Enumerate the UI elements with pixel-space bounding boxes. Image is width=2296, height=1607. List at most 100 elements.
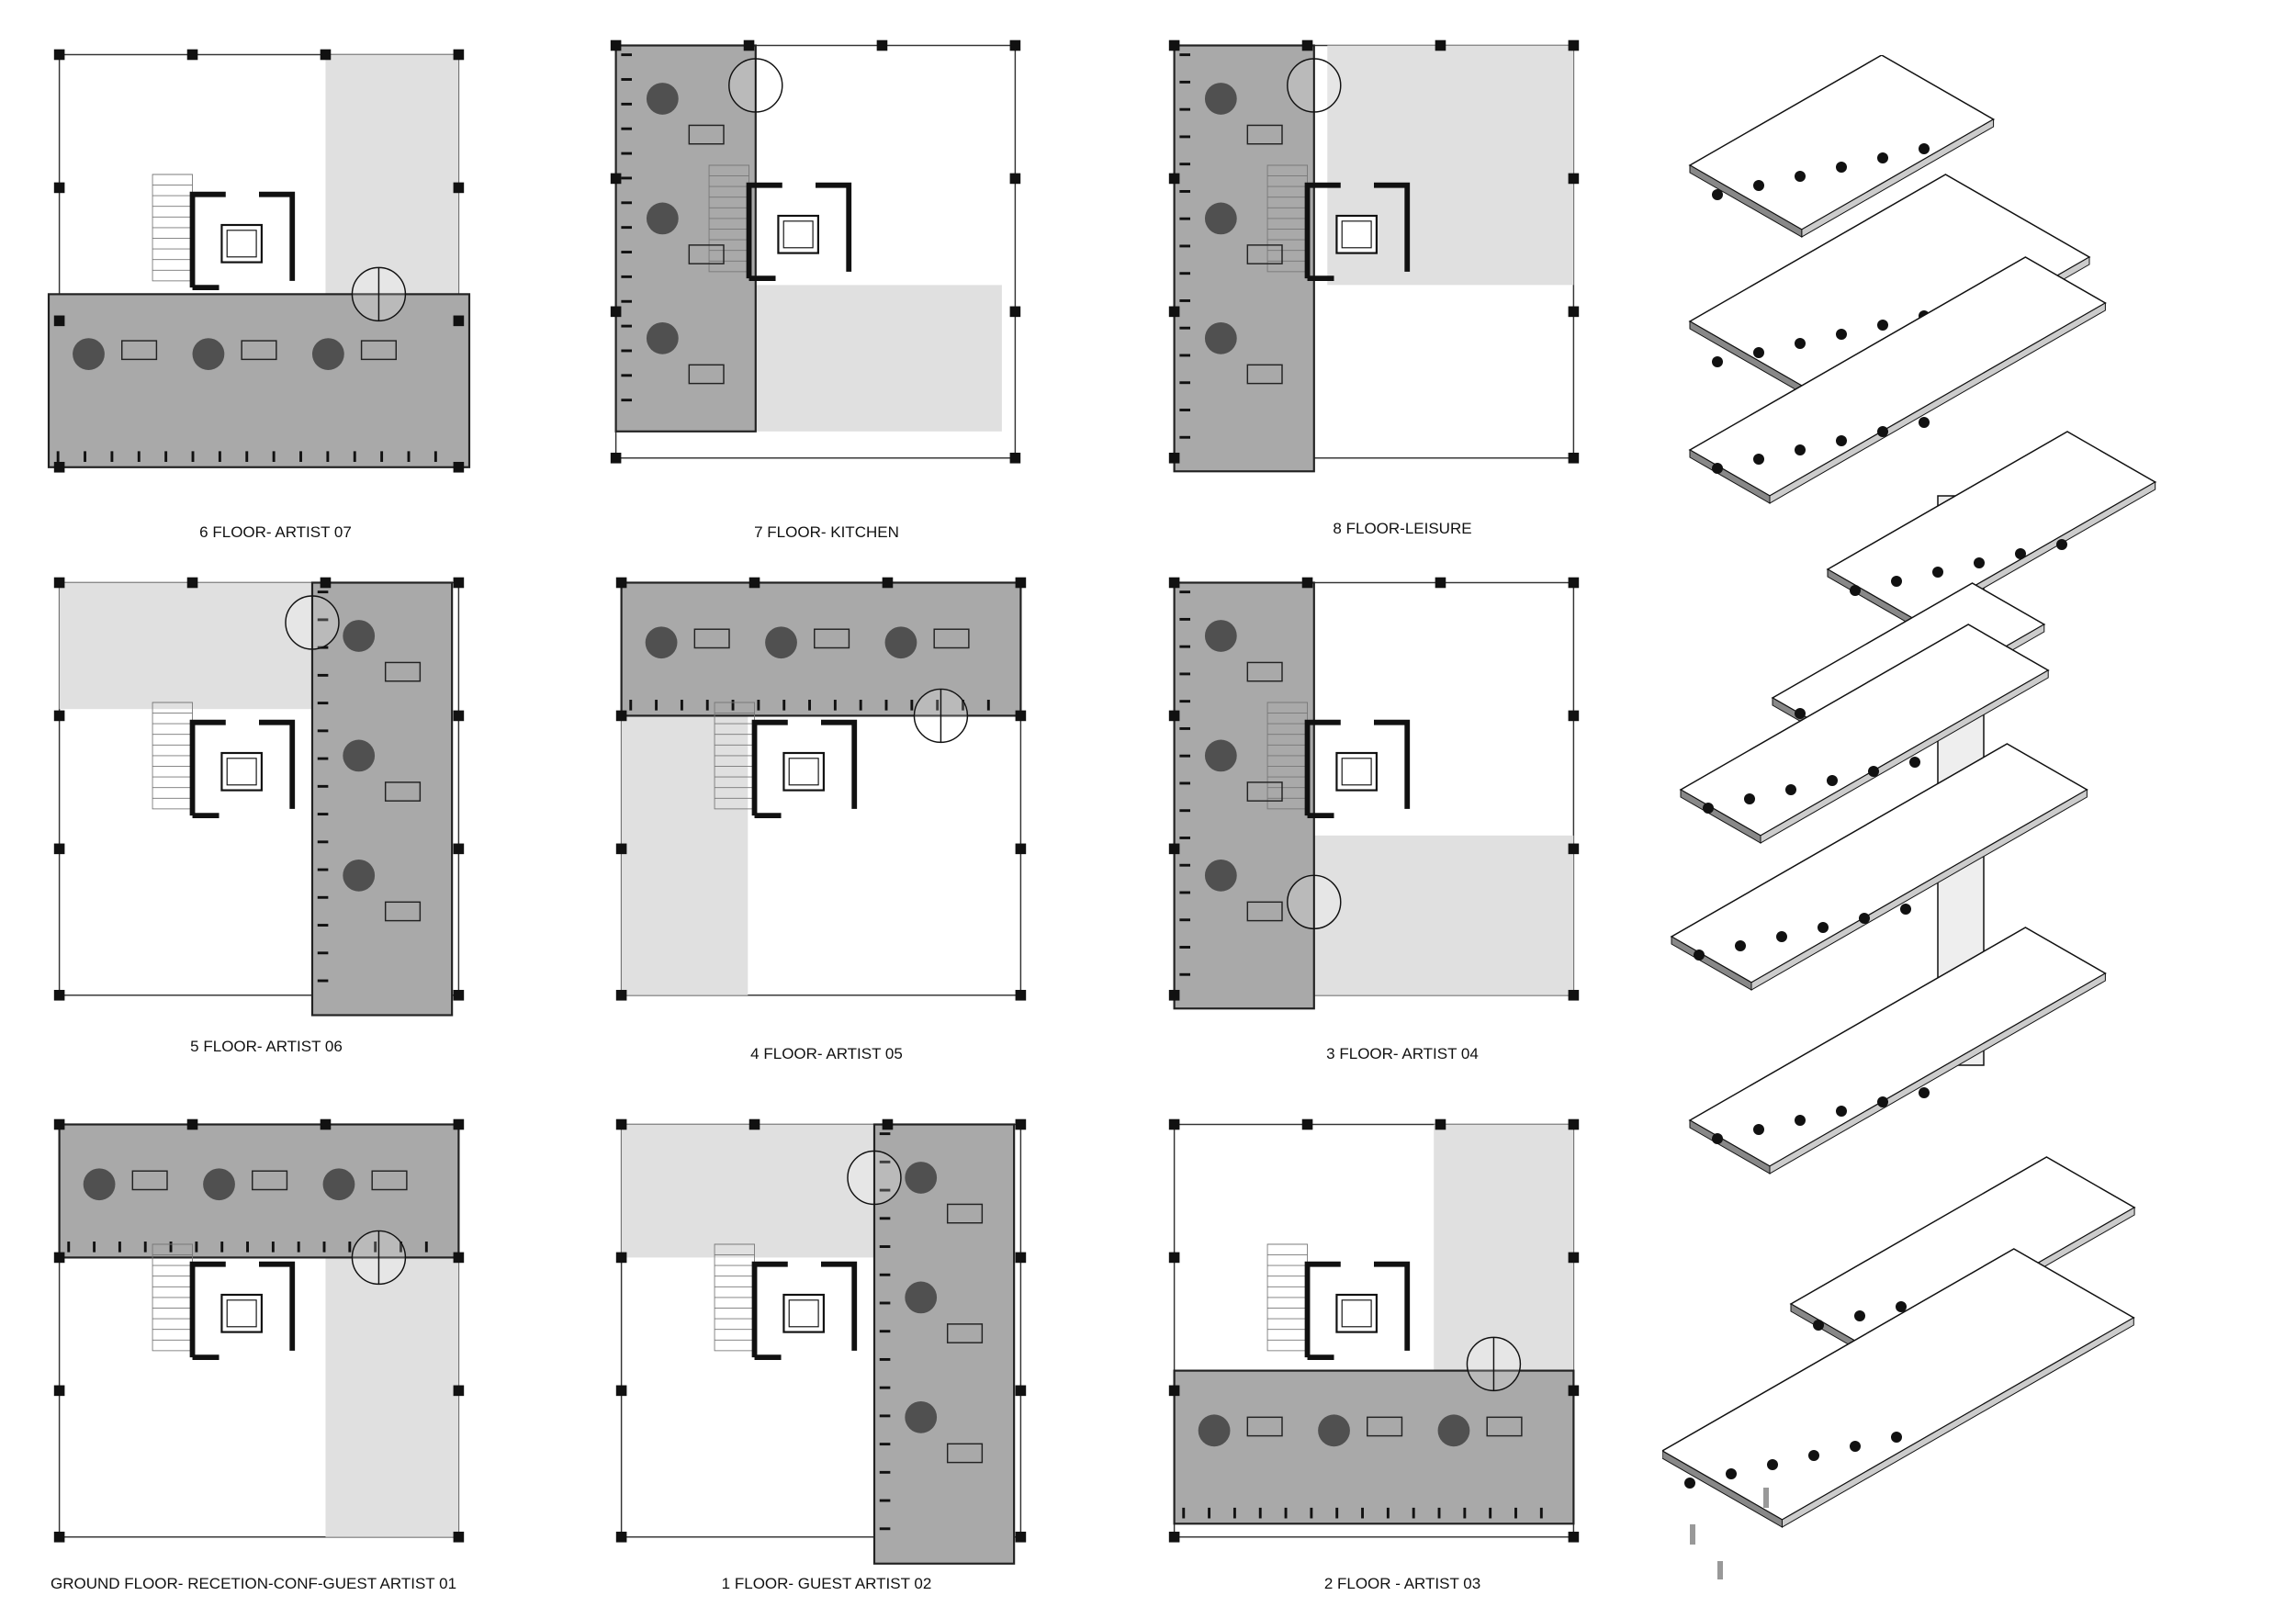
axo-furniture: [1836, 329, 1847, 340]
axo-furniture: [1859, 913, 1870, 924]
axo-furniture: [1877, 426, 1888, 437]
plant: [1204, 620, 1237, 652]
plant: [884, 626, 917, 659]
axo-furniture: [1744, 793, 1755, 804]
elevator: [220, 223, 263, 264]
plant: [1198, 1414, 1231, 1447]
studio-band: [47, 293, 471, 468]
furniture: [946, 1443, 984, 1464]
furniture: [131, 1170, 168, 1191]
elevator: [1335, 751, 1378, 792]
column: [53, 989, 65, 1001]
furniture: [688, 244, 725, 264]
furniture: [946, 1203, 984, 1224]
column: [1009, 452, 1021, 464]
axo-furniture: [1795, 708, 1806, 719]
studio-band: [872, 1123, 1016, 1565]
column: [453, 1531, 465, 1543]
column: [615, 710, 627, 722]
furniture: [1246, 1416, 1283, 1437]
column: [743, 39, 755, 51]
column: [1301, 39, 1313, 51]
furniture: [1367, 1416, 1403, 1437]
furniture: [814, 628, 850, 649]
axo-furniture: [1974, 557, 1985, 568]
column: [615, 577, 627, 589]
column: [1009, 39, 1021, 51]
plan-label-floor-4: 4 FLOOR- ARTIST 05: [750, 1045, 903, 1062]
axo-furniture: [1818, 922, 1829, 933]
axo-furniture: [1795, 1115, 1806, 1126]
axo-furniture: [1919, 143, 1930, 154]
axo-furniture: [1854, 1310, 1865, 1321]
column: [1168, 173, 1180, 185]
axo-furniture: [1868, 766, 1879, 777]
elevator: [782, 1293, 825, 1333]
column: [876, 39, 888, 51]
plant: [343, 739, 376, 772]
plan-label-floor-8: 8 FLOOR-LEISURE: [1333, 520, 1472, 537]
column: [453, 577, 465, 589]
core-wall: [751, 1261, 858, 1361]
axo-furniture: [1795, 338, 1806, 349]
terrace-area: [325, 54, 459, 295]
plan-label-floor-3: 3 FLOOR- ARTIST 04: [1326, 1045, 1479, 1062]
column: [1568, 989, 1580, 1001]
column: [1168, 1531, 1180, 1543]
plan-label-floor-ground: GROUND FLOOR- RECETION-CONF-GUEST ARTIST…: [50, 1575, 457, 1592]
column: [53, 577, 65, 589]
floor-plan-floor-1: [601, 1111, 1041, 1570]
column: [1568, 306, 1580, 318]
column: [1435, 39, 1446, 51]
furniture: [1246, 244, 1283, 264]
axo-furniture: [1776, 931, 1787, 942]
studio-band: [310, 581, 454, 1017]
column: [53, 461, 65, 473]
axo-furniture: [1767, 1459, 1778, 1470]
furniture: [241, 340, 277, 361]
column: [1435, 577, 1446, 589]
elevator: [1335, 214, 1378, 254]
plant: [1318, 1414, 1350, 1447]
axo-furniture: [1877, 320, 1888, 331]
column: [1015, 1118, 1027, 1130]
furniture: [946, 1323, 984, 1343]
column: [453, 1252, 465, 1264]
plant: [343, 620, 376, 652]
axo-furniture: [1919, 1087, 1930, 1098]
column: [615, 1385, 627, 1397]
column: [748, 1118, 760, 1130]
core-wall: [189, 719, 296, 819]
column: [1015, 989, 1027, 1001]
column: [1568, 173, 1580, 185]
axo-furniture: [1753, 180, 1764, 191]
column: [453, 843, 465, 855]
studio-band: [1173, 1369, 1575, 1525]
axo-furniture: [1703, 803, 1714, 814]
core-wall: [751, 719, 858, 819]
furniture: [371, 1170, 408, 1191]
floor-plan-floor-8: [1154, 32, 1594, 491]
column: [748, 577, 760, 589]
furniture: [688, 364, 725, 385]
column: [1015, 577, 1027, 589]
plant: [1204, 83, 1237, 115]
column: [1568, 577, 1580, 589]
column: [1168, 710, 1180, 722]
column: [1568, 39, 1580, 51]
column: [53, 1252, 65, 1264]
axo-furniture: [1932, 567, 1943, 578]
axo-furniture: [1712, 463, 1723, 474]
axo-furniture: [1712, 356, 1723, 367]
column: [186, 577, 198, 589]
plant: [765, 626, 797, 659]
axo-furniture: [1850, 1441, 1861, 1452]
furniture: [384, 781, 422, 802]
terrace-area: [755, 285, 1002, 432]
column: [610, 306, 622, 318]
plant: [83, 1168, 116, 1201]
column: [1015, 710, 1027, 722]
column: [615, 1531, 627, 1543]
floor-plan-floor-6: [39, 41, 479, 500]
elevator: [1335, 1293, 1378, 1333]
